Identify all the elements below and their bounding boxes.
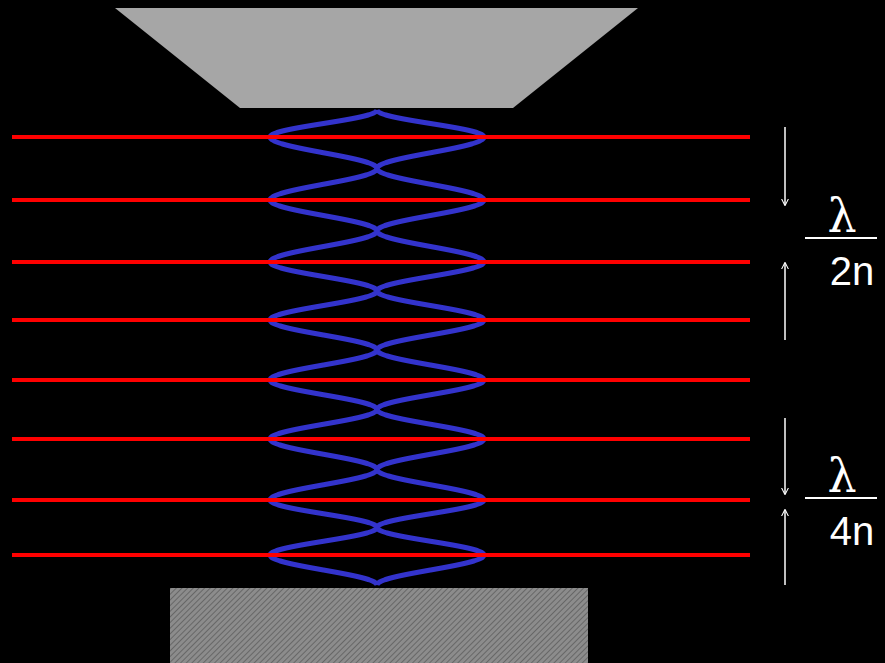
objective <box>115 8 638 108</box>
denominator: 2n <box>830 251 875 291</box>
fringe-line <box>12 135 750 139</box>
fringe-line <box>12 437 750 441</box>
wave-curve <box>377 110 484 585</box>
fraction-bars <box>805 238 877 498</box>
fringe-line <box>12 260 750 264</box>
dimension-arrows <box>784 127 786 585</box>
fringe-line <box>12 498 750 502</box>
wave-curve <box>270 110 377 585</box>
standing-wave <box>270 110 484 585</box>
fringe-line <box>12 198 750 202</box>
denominator: 4n <box>830 511 875 551</box>
fringe-line <box>12 318 750 322</box>
fringe-line <box>12 378 750 382</box>
fringe-line <box>12 553 750 557</box>
fringe-planes <box>12 137 750 555</box>
wavelength-symbol: λ <box>827 453 856 499</box>
wavelength-symbol: λ <box>827 193 856 239</box>
mirror-substrate <box>170 588 588 663</box>
